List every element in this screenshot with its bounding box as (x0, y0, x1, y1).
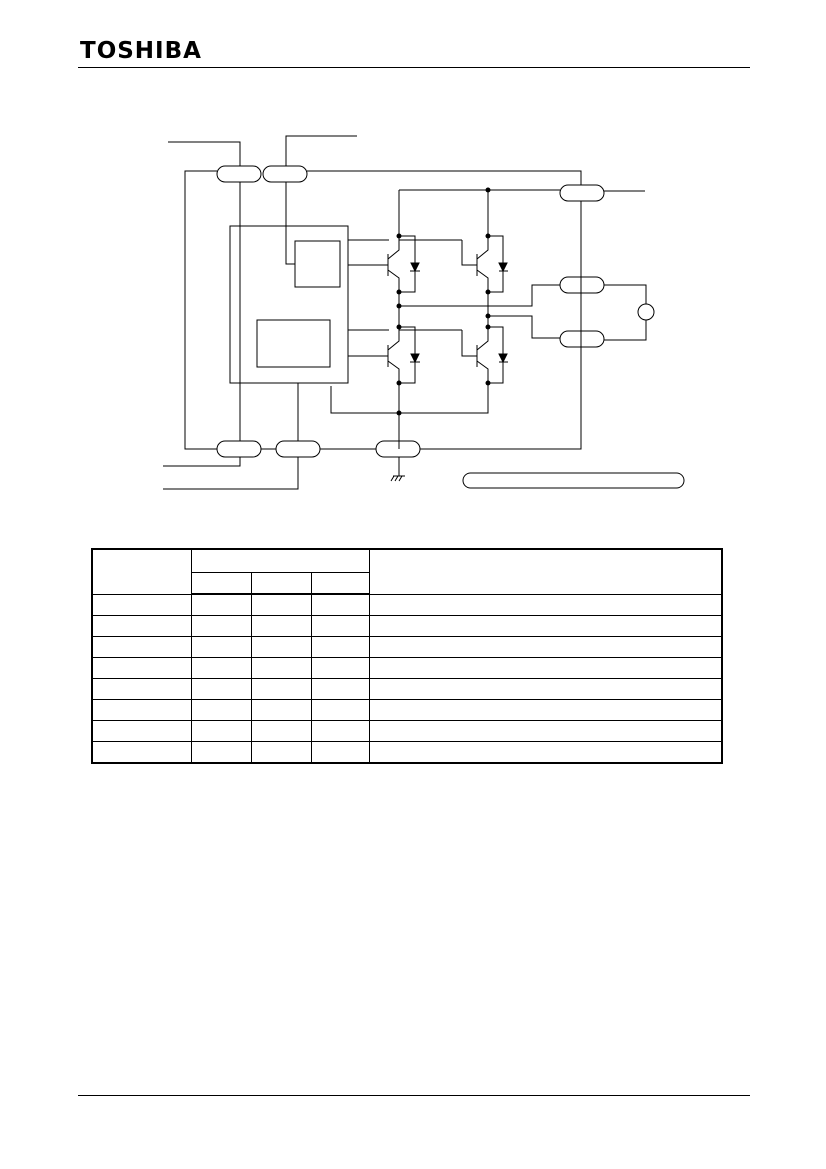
ground-icon (390, 475, 405, 482)
table-subheader-cell (310, 572, 370, 595)
control-ic-box (229, 225, 349, 384)
table-row (91, 636, 723, 658)
motor-symbol (637, 303, 655, 321)
pin-capsule-bot-1 (216, 440, 262, 458)
supply-line (307, 170, 582, 185)
table-row (91, 720, 723, 742)
pin-capsule-top-2 (262, 165, 308, 183)
table-row (91, 699, 723, 721)
table-row (91, 615, 723, 637)
pin-description-table (91, 548, 723, 764)
block-diagram (163, 135, 685, 490)
table-subheader-cell (190, 572, 252, 595)
out1-line (399, 284, 560, 307)
left-return-line (184, 170, 217, 450)
driver-block (256, 319, 331, 368)
toshiba-logo: TOSHIBA (80, 38, 202, 64)
table-header-cell (190, 548, 370, 573)
table-header-cell (91, 548, 192, 595)
pin-capsule-out2 (559, 330, 605, 348)
header-rule (78, 67, 750, 68)
input-line-2 (285, 135, 357, 166)
pin-capsule-vs (559, 184, 605, 202)
logic-block (294, 240, 341, 288)
table-subheader-cell (250, 572, 312, 595)
in2-to-logic (285, 182, 295, 265)
note-capsule (462, 472, 685, 489)
out2-line (488, 315, 560, 339)
footer-rule (78, 1095, 750, 1096)
table-row (91, 593, 723, 616)
pin-capsule-top-1 (216, 165, 262, 183)
table-row (91, 678, 723, 700)
right-ground-line (420, 201, 582, 450)
table-row (91, 657, 723, 679)
pin-capsule-gnd (375, 440, 421, 458)
pin-capsule-out1 (559, 276, 605, 294)
input-line-1 (168, 141, 241, 166)
pin-capsule-bot-2 (275, 440, 321, 458)
table-row (91, 741, 723, 764)
table-header-cell (368, 548, 723, 595)
